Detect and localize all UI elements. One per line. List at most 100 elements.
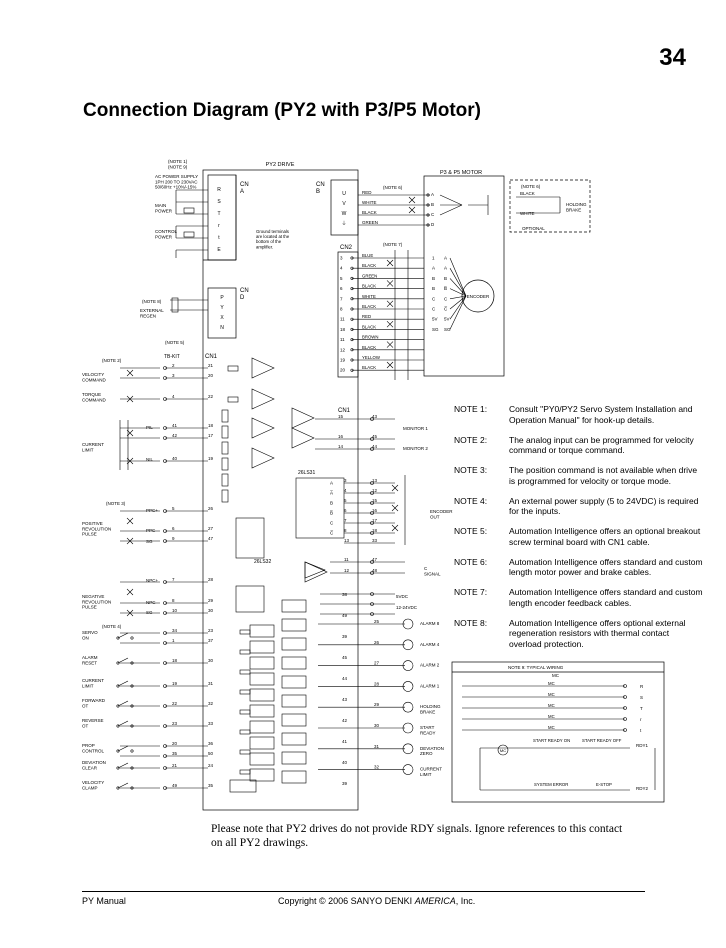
tb-terminal (163, 529, 167, 533)
brake-note: (NOTE 6) (521, 184, 541, 189)
optocoupler (229, 779, 257, 793)
winding (439, 204, 463, 216)
ppc-plus-label: PPC+ (146, 508, 158, 513)
note-item: NOTE 4:An external power supply (5 to 24… (454, 496, 704, 517)
tb-terminal (163, 436, 167, 440)
tb-pin: 34 (172, 628, 178, 633)
tw-terminal (623, 728, 627, 732)
output-pin: 28 (374, 681, 380, 686)
cn1-pin: 50 (208, 751, 214, 756)
resistor (221, 457, 229, 471)
pos-rev-label: POSITIVE (82, 521, 103, 526)
resistor (227, 396, 239, 403)
cn1-right-label: CN1 (338, 408, 351, 414)
nil-label: NIL (146, 457, 154, 462)
tb-pin: 4 (172, 394, 175, 399)
note-item: NOTE 1:Consult "PY0/PY2 Servo System Ins… (454, 404, 704, 425)
tb-terminal (163, 641, 167, 645)
pil-label: PIL (146, 425, 153, 430)
cn1-enc-pin: 13 (344, 538, 350, 543)
current-limit-label: LIMIT (82, 447, 94, 452)
tb-terminal (163, 397, 167, 401)
twist-symbol (386, 300, 394, 308)
cn1-out-pin: 42 (342, 718, 348, 723)
tb-terminal (370, 612, 374, 616)
footer-copyright-prefix: Copyright © 2006 SANYO DENKI (278, 896, 415, 906)
switch (117, 632, 129, 639)
encoder-wire-color: RED (362, 314, 371, 319)
npc-plus-label: NPC+ (146, 578, 159, 583)
cn1-pin: 19 (208, 456, 214, 461)
tw-term-label: r (640, 717, 642, 722)
vdc1224-label: 12-24VDC (396, 605, 418, 610)
tb-pin: 40 (172, 456, 178, 461)
cn1-pin: 23 (208, 628, 214, 633)
twist-symbol (386, 280, 394, 287)
start-ready-off-label: START READY OFF (582, 738, 622, 743)
note-text: The analog input can be programmed for v… (509, 434, 694, 456)
io-input-label: CLAMP (82, 785, 98, 790)
encoder-wire-color: BLACK (362, 284, 376, 289)
note-item: NOTE 2:The analog input can be programme… (454, 435, 704, 456)
resistor (239, 649, 251, 655)
encoder-wire-color: BLUE (362, 253, 373, 258)
motor-terminal (426, 223, 430, 227)
switch-contact (130, 749, 134, 753)
tb-terminal (370, 571, 374, 575)
encoder-pin-letter: A (444, 266, 447, 271)
op-amp (251, 388, 275, 410)
tb-terminal (370, 491, 374, 495)
optocoupler (249, 656, 275, 670)
output-label: HOLDING (420, 704, 441, 709)
motor-terminal-label: V (342, 201, 346, 207)
output-relay (402, 743, 414, 755)
motor-note6: (NOTE 6) (383, 185, 403, 190)
resistor (221, 409, 229, 423)
optocoupler (281, 656, 307, 670)
twist-symbol (408, 196, 416, 204)
note-key: NOTE 1: (454, 404, 488, 414)
tb-mon-pin: 43 (372, 414, 378, 419)
typical-wiring-box (451, 661, 665, 803)
start-ready-on-label: START READY ON (533, 738, 570, 743)
cn1-pin: 26 (208, 506, 214, 511)
encoder-note7: (NOTE 7) (383, 242, 403, 247)
encoder-wire-color: BLACK (362, 304, 376, 309)
twist-symbol (391, 524, 399, 532)
main-fuse (183, 207, 195, 214)
motor-box (423, 175, 505, 377)
c-signal-label: C (424, 566, 428, 571)
resistor (239, 669, 251, 675)
switch (117, 657, 129, 664)
driver-26ls31 (295, 477, 345, 539)
encoder-out-letter: A (330, 481, 333, 486)
twist-symbol (386, 320, 394, 328)
footer-copyright-italic: AMERICA (414, 896, 456, 906)
cn2-pin: 19 (340, 358, 346, 363)
cn2-connector (337, 251, 359, 378)
note-item: NOTE 3:The position command is not avail… (454, 465, 704, 486)
switch (117, 745, 129, 752)
resistor (221, 489, 229, 503)
output-label: READY (420, 730, 436, 735)
note-text: Automation Intelligence offers standard … (509, 556, 703, 578)
optocoupler (281, 618, 307, 632)
optocoupler (281, 637, 307, 651)
tb-terminal (163, 744, 167, 748)
switch (117, 680, 129, 687)
twist-symbol (408, 206, 416, 214)
note5-label: (NOTE 5) (165, 340, 185, 345)
tb-enc-pin: 17 (372, 518, 378, 523)
optocoupler (249, 768, 275, 782)
output-label: BRAKE (420, 710, 435, 715)
encoder-pin-letter: C (444, 296, 448, 301)
current-limit-label: CURRENT (82, 442, 104, 447)
cn2-pin: 3 (340, 256, 343, 261)
encoder-wire-color: BROWN (362, 335, 378, 340)
output-pin: 32 (374, 765, 380, 770)
encoder-pin: C (432, 296, 436, 301)
cn2-terminal (350, 256, 354, 260)
cn1-out-pin: 39 (342, 781, 348, 786)
tb-terminal (370, 437, 374, 441)
output-relay (402, 639, 414, 651)
